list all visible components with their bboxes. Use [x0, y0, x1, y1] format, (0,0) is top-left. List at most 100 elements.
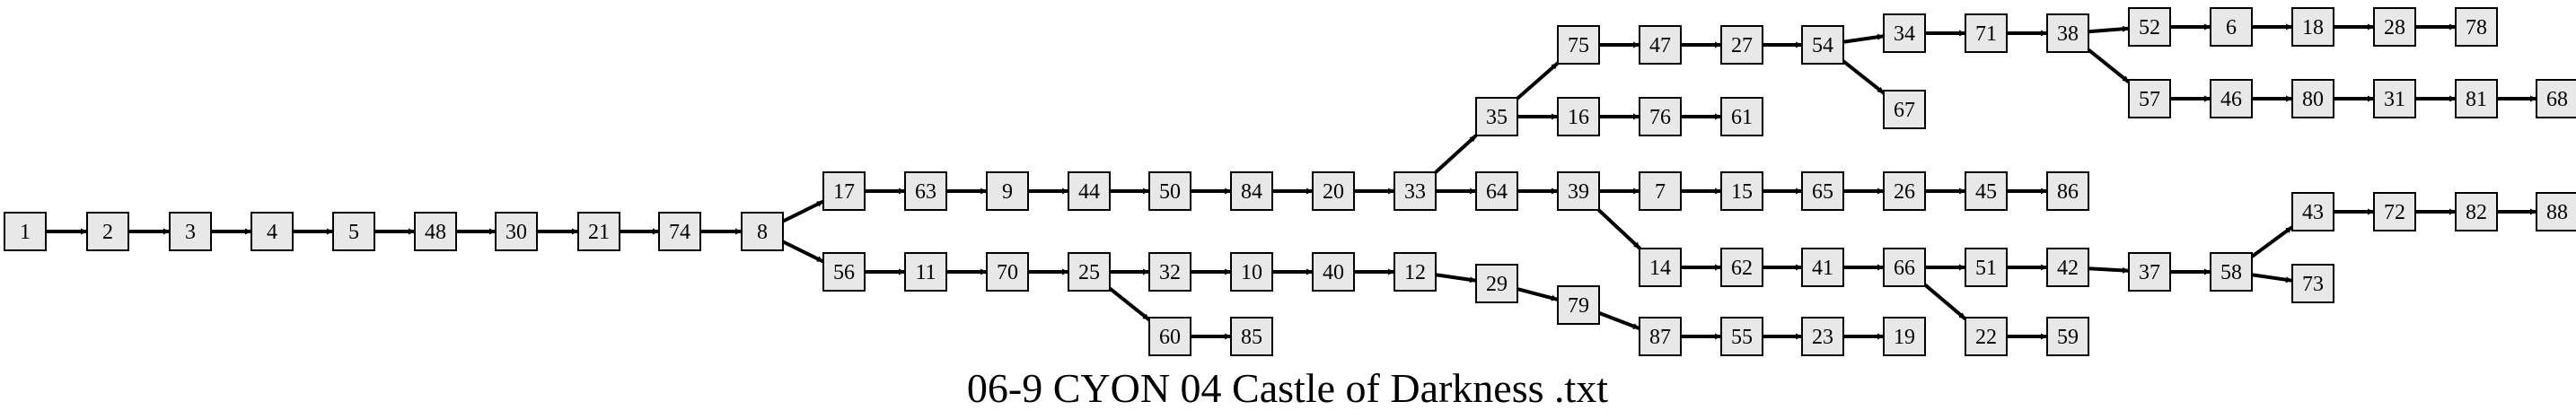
node-48: 48	[414, 212, 457, 251]
node-27: 27	[1720, 25, 1763, 65]
node-box	[2455, 79, 2498, 118]
node-box	[2373, 79, 2416, 118]
node-label: 61	[1731, 106, 1753, 129]
node-label: 17	[833, 180, 855, 204]
node-label: 14	[1649, 257, 1671, 280]
node-label: 32	[1159, 261, 1181, 284]
edge-8-17	[782, 199, 824, 223]
node-box	[2536, 192, 2576, 231]
node-67: 67	[1883, 90, 1926, 129]
node-box	[577, 212, 620, 251]
node-label: 72	[2384, 201, 2405, 224]
node-box	[86, 212, 129, 251]
node-86: 86	[2046, 171, 2089, 211]
edge-54-34	[1842, 33, 1885, 44]
node-box	[2291, 192, 2334, 231]
node-label: 62	[1731, 257, 1753, 280]
node-label: 57	[2139, 88, 2160, 111]
node-box	[1312, 252, 1355, 292]
node-label: 85	[1241, 326, 1262, 349]
node-60: 60	[1148, 317, 1191, 356]
node-label: 80	[2302, 88, 2324, 111]
node-label: 58	[2220, 261, 2242, 284]
node-31: 31	[2373, 79, 2416, 118]
edge-33-35	[1434, 134, 1478, 174]
node-25: 25	[1068, 252, 1111, 292]
edge-42-37	[2088, 266, 2130, 274]
node-label: 47	[1649, 34, 1671, 57]
node-label: 15	[1731, 180, 1753, 204]
node-box	[2046, 13, 2089, 53]
node-label: 81	[2466, 88, 2487, 111]
node-label: 42	[2057, 257, 2079, 280]
node-box	[1883, 317, 1926, 356]
node-label: 7	[1655, 180, 1666, 204]
node-box	[1394, 252, 1437, 292]
node-1: 1	[4, 212, 47, 251]
node-box	[2373, 192, 2416, 231]
node-box	[2536, 79, 2576, 118]
node-85: 85	[1230, 317, 1273, 356]
node-box	[2210, 252, 2253, 292]
node-box	[822, 171, 866, 211]
node-82: 82	[2455, 192, 2498, 231]
node-label: 74	[669, 221, 690, 244]
node-label: 29	[1486, 273, 1508, 296]
node-61: 61	[1720, 97, 1763, 136]
edge-79-87	[1598, 310, 1640, 331]
node-box	[1801, 317, 1844, 356]
node-box	[1068, 252, 1111, 292]
node-66: 66	[1883, 248, 1926, 287]
node-label: 82	[2466, 201, 2487, 224]
node-box	[2455, 7, 2498, 47]
node-box	[658, 212, 701, 251]
node-box	[1720, 317, 1763, 356]
node-54: 54	[1801, 25, 1844, 65]
node-box	[2291, 7, 2334, 47]
node-18: 18	[2291, 7, 2334, 47]
node-box	[1639, 97, 1682, 136]
node-65: 65	[1801, 171, 1844, 211]
node-box	[1965, 248, 2008, 287]
node-label: 60	[1159, 326, 1181, 349]
node-26: 26	[1883, 171, 1926, 211]
node-32: 32	[1148, 252, 1191, 292]
node-29: 29	[1475, 264, 1518, 303]
node-box	[1801, 248, 1844, 287]
node-box	[2291, 264, 2334, 303]
node-42: 42	[2046, 248, 2089, 287]
node-64: 64	[1475, 171, 1518, 211]
node-label: 4	[267, 221, 277, 244]
node-7: 7	[1639, 171, 1682, 211]
node-51: 51	[1965, 248, 2008, 287]
node-box	[904, 252, 947, 292]
node-62: 62	[1720, 248, 1763, 287]
node-label: 31	[2384, 88, 2405, 111]
node-75: 75	[1557, 25, 1600, 65]
node-16: 16	[1557, 97, 1600, 136]
node-23: 23	[1801, 317, 1844, 356]
node-35: 35	[1475, 97, 1518, 136]
node-52: 52	[2128, 7, 2171, 47]
node-label: 26	[1894, 180, 1915, 204]
node-box	[1883, 90, 1926, 129]
node-50: 50	[1148, 171, 1191, 211]
node-box	[1801, 171, 1844, 211]
node-label: 68	[2546, 88, 2568, 111]
node-box	[4, 212, 47, 251]
node-label: 27	[1731, 34, 1753, 57]
node-8: 8	[741, 212, 784, 251]
node-box	[1557, 97, 1600, 136]
node-box	[495, 212, 538, 251]
node-box	[2128, 7, 2171, 47]
node-box	[251, 212, 294, 251]
node-label: 34	[1894, 22, 1915, 46]
node-label: 21	[588, 221, 610, 244]
node-label: 20	[1323, 180, 1344, 204]
node-box	[1068, 171, 1111, 211]
node-label: 64	[1486, 180, 1508, 204]
node-label: 88	[2546, 201, 2568, 224]
node-88: 88	[2536, 192, 2576, 231]
node-63: 63	[904, 171, 947, 211]
node-label: 33	[1404, 180, 1426, 204]
